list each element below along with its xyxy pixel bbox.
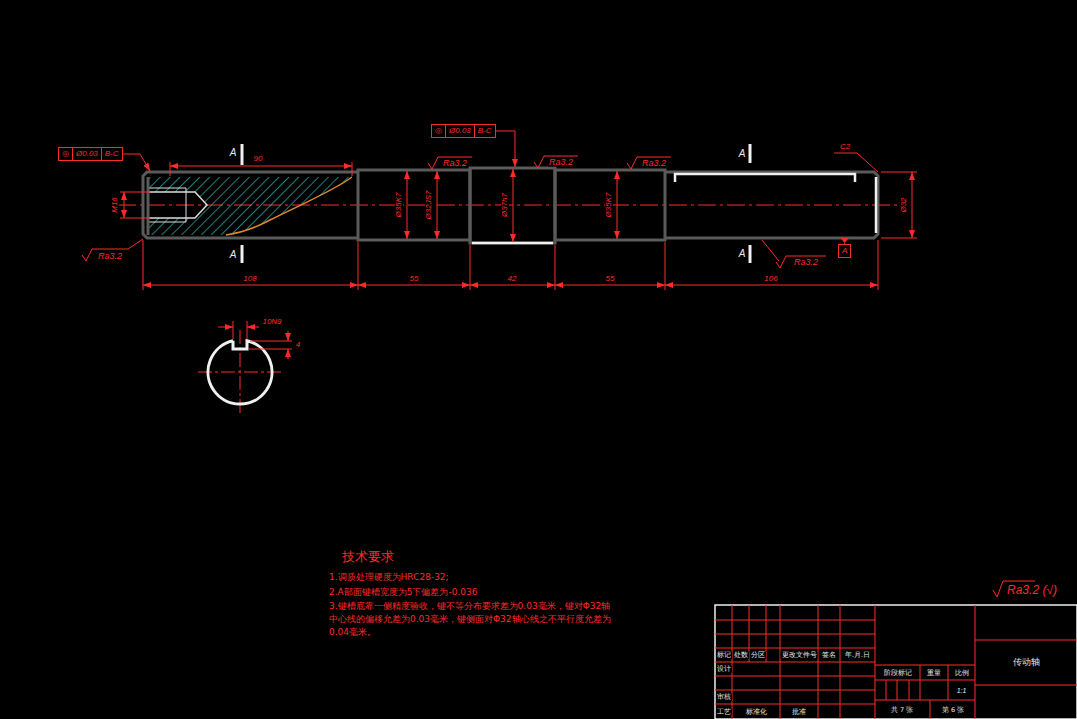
table-cell: 更改文件号 [781,652,818,659]
frame-cell: ◎ [432,125,445,137]
table-cell: 阶段标记 [883,669,913,676]
table-cell: 重量 [926,669,942,676]
note: 2.A部面键槽宽度为5下偏差为-0.036 [328,588,478,597]
datum-triangle [841,238,849,243]
note: 3.键槽底靠一侧精度验收，键不等分布要求差为0.03毫米，键对Φ32轴中心线的偏… [328,600,615,639]
note-heading: 技术要求 [341,550,395,563]
roughness-general: Ra3.2 (√) [1006,584,1058,596]
leader-line [123,154,150,171]
section-mark: A [229,148,238,158]
table-cell: 工艺 [716,708,732,715]
table-cell: 1:1 [956,687,968,694]
table-cell: 处数 [733,652,749,659]
dimension: 108 [242,275,257,283]
frame-cell: Ø0.03 [445,125,474,137]
section-mark: A [738,149,747,159]
title-block [715,605,1077,719]
part-name: 传动轴 [1012,658,1041,667]
leader-line [496,131,515,167]
frame-cell: Ø0.03 [72,148,101,160]
table-cell: 标准化 [745,708,768,715]
frame-cell: ◎ [59,148,72,160]
dimension: Ø32 [900,196,908,213]
roughness: Ra3.2 [97,252,123,261]
roughness: Ra3.2 [442,159,468,168]
threaded-hole [148,192,207,218]
frame-cell: B-C [101,148,122,160]
table-cell: 签名 [821,652,837,659]
section-mark: A [738,249,747,259]
dimension: 10N9 [261,318,282,326]
dimension: 42 [507,275,518,283]
shaft-outline [143,168,878,243]
roughness: Ra3.2 [548,158,574,167]
shaft-highlight [472,174,876,243]
table-cell: 第 6 张 [941,706,965,713]
section-view [198,321,292,414]
table-cell: 共 7 张 [890,706,914,713]
dimension: Ø32JS7 [425,190,433,221]
break-line [226,177,352,235]
dimension-lines [120,153,917,290]
thread-line [148,188,186,222]
chamfer-note: C2 [839,143,851,151]
table-cell: 设计 [716,666,732,673]
note: 1.调质处理硬度为HRC28-32; [328,573,450,582]
dimension: Ø37h7 [501,192,509,218]
table-cell: 年.月.日 [844,652,871,659]
feature-control-frame: ◎Ø0.03B-C [431,124,496,138]
table-cell: 标记 [716,652,732,659]
dimension: Ø35K7 [605,192,613,219]
section-hatch [148,177,352,235]
dimension: 55 [409,275,420,283]
dimension: 106 [763,275,778,283]
frame-cell: A [839,245,850,257]
frame-cell: B-C [474,125,495,137]
roughness: Ra3.2 [793,258,819,267]
dimension: 4 [295,341,301,349]
section-cut-mark [242,144,750,263]
roughness: Ra3.2 [641,159,667,168]
table-cell: 批准 [791,708,807,715]
dimension: 55 [605,275,616,283]
dimension: M16 [111,196,119,214]
datum-box: A [838,244,851,258]
dimension: 90 [253,155,264,163]
table-cell: 比例 [954,669,970,676]
roughness-symbol [82,156,1035,597]
dimension: Ø35K7 [395,192,403,219]
table-cell: 分区 [750,652,766,659]
feature-control-frame: ◎Ø0.03B-C [58,147,123,161]
table-cell: 审核 [716,694,732,701]
section-mark: A [229,250,238,260]
